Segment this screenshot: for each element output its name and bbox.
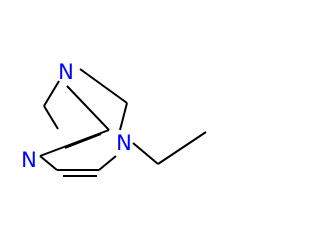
atom-label-n1: N: [58, 60, 74, 84]
atom-label-n2: N: [116, 131, 132, 155]
bond-ethyl-ch2-ch3: [157, 131, 207, 165]
double-bond-inner-line: [64, 133, 102, 149]
structure-diagram: N N N: [21, 60, 207, 177]
bond-n1-ch2-left: [43, 80, 60, 107]
bond-n2-ethyl-ch2: [132, 142, 159, 165]
bond-n3-ch-bottom: [39, 155, 58, 171]
bond-ch-right-n2: [98, 155, 117, 171]
bond-n2-ch2-right: [119, 102, 128, 131]
atom-label-n3: N: [21, 148, 37, 172]
bond-ch2-right-n1: [79, 68, 128, 104]
bond-n1-bridge-c: [66, 85, 110, 131]
bond-ch2-left-n3: [43, 105, 59, 130]
